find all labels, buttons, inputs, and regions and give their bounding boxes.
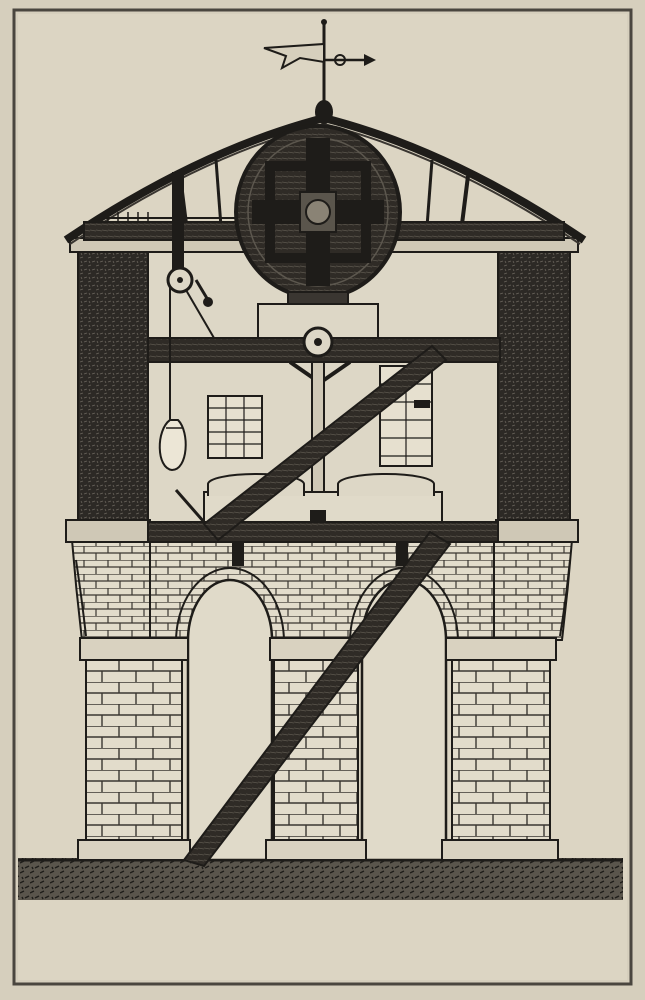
wall-left (77, 247, 149, 541)
diagonal-ladder-upper (202, 344, 448, 542)
window-left (207, 395, 263, 459)
spindle (311, 361, 325, 495)
diagonal-ladder-lower (182, 530, 452, 868)
left-shoulder (70, 539, 151, 641)
sack-hoist (158, 172, 215, 472)
weather-vane (263, 19, 376, 124)
pier-left (85, 659, 183, 841)
vane-flag (263, 42, 325, 71)
wall-right (497, 247, 571, 541)
grain-sack (158, 419, 187, 472)
pier-right (451, 659, 551, 841)
finial-knob (315, 100, 333, 124)
right-shoulder (493, 539, 574, 641)
floor-beam (147, 521, 499, 543)
frame-border (12, 8, 633, 986)
ground (18, 858, 623, 900)
